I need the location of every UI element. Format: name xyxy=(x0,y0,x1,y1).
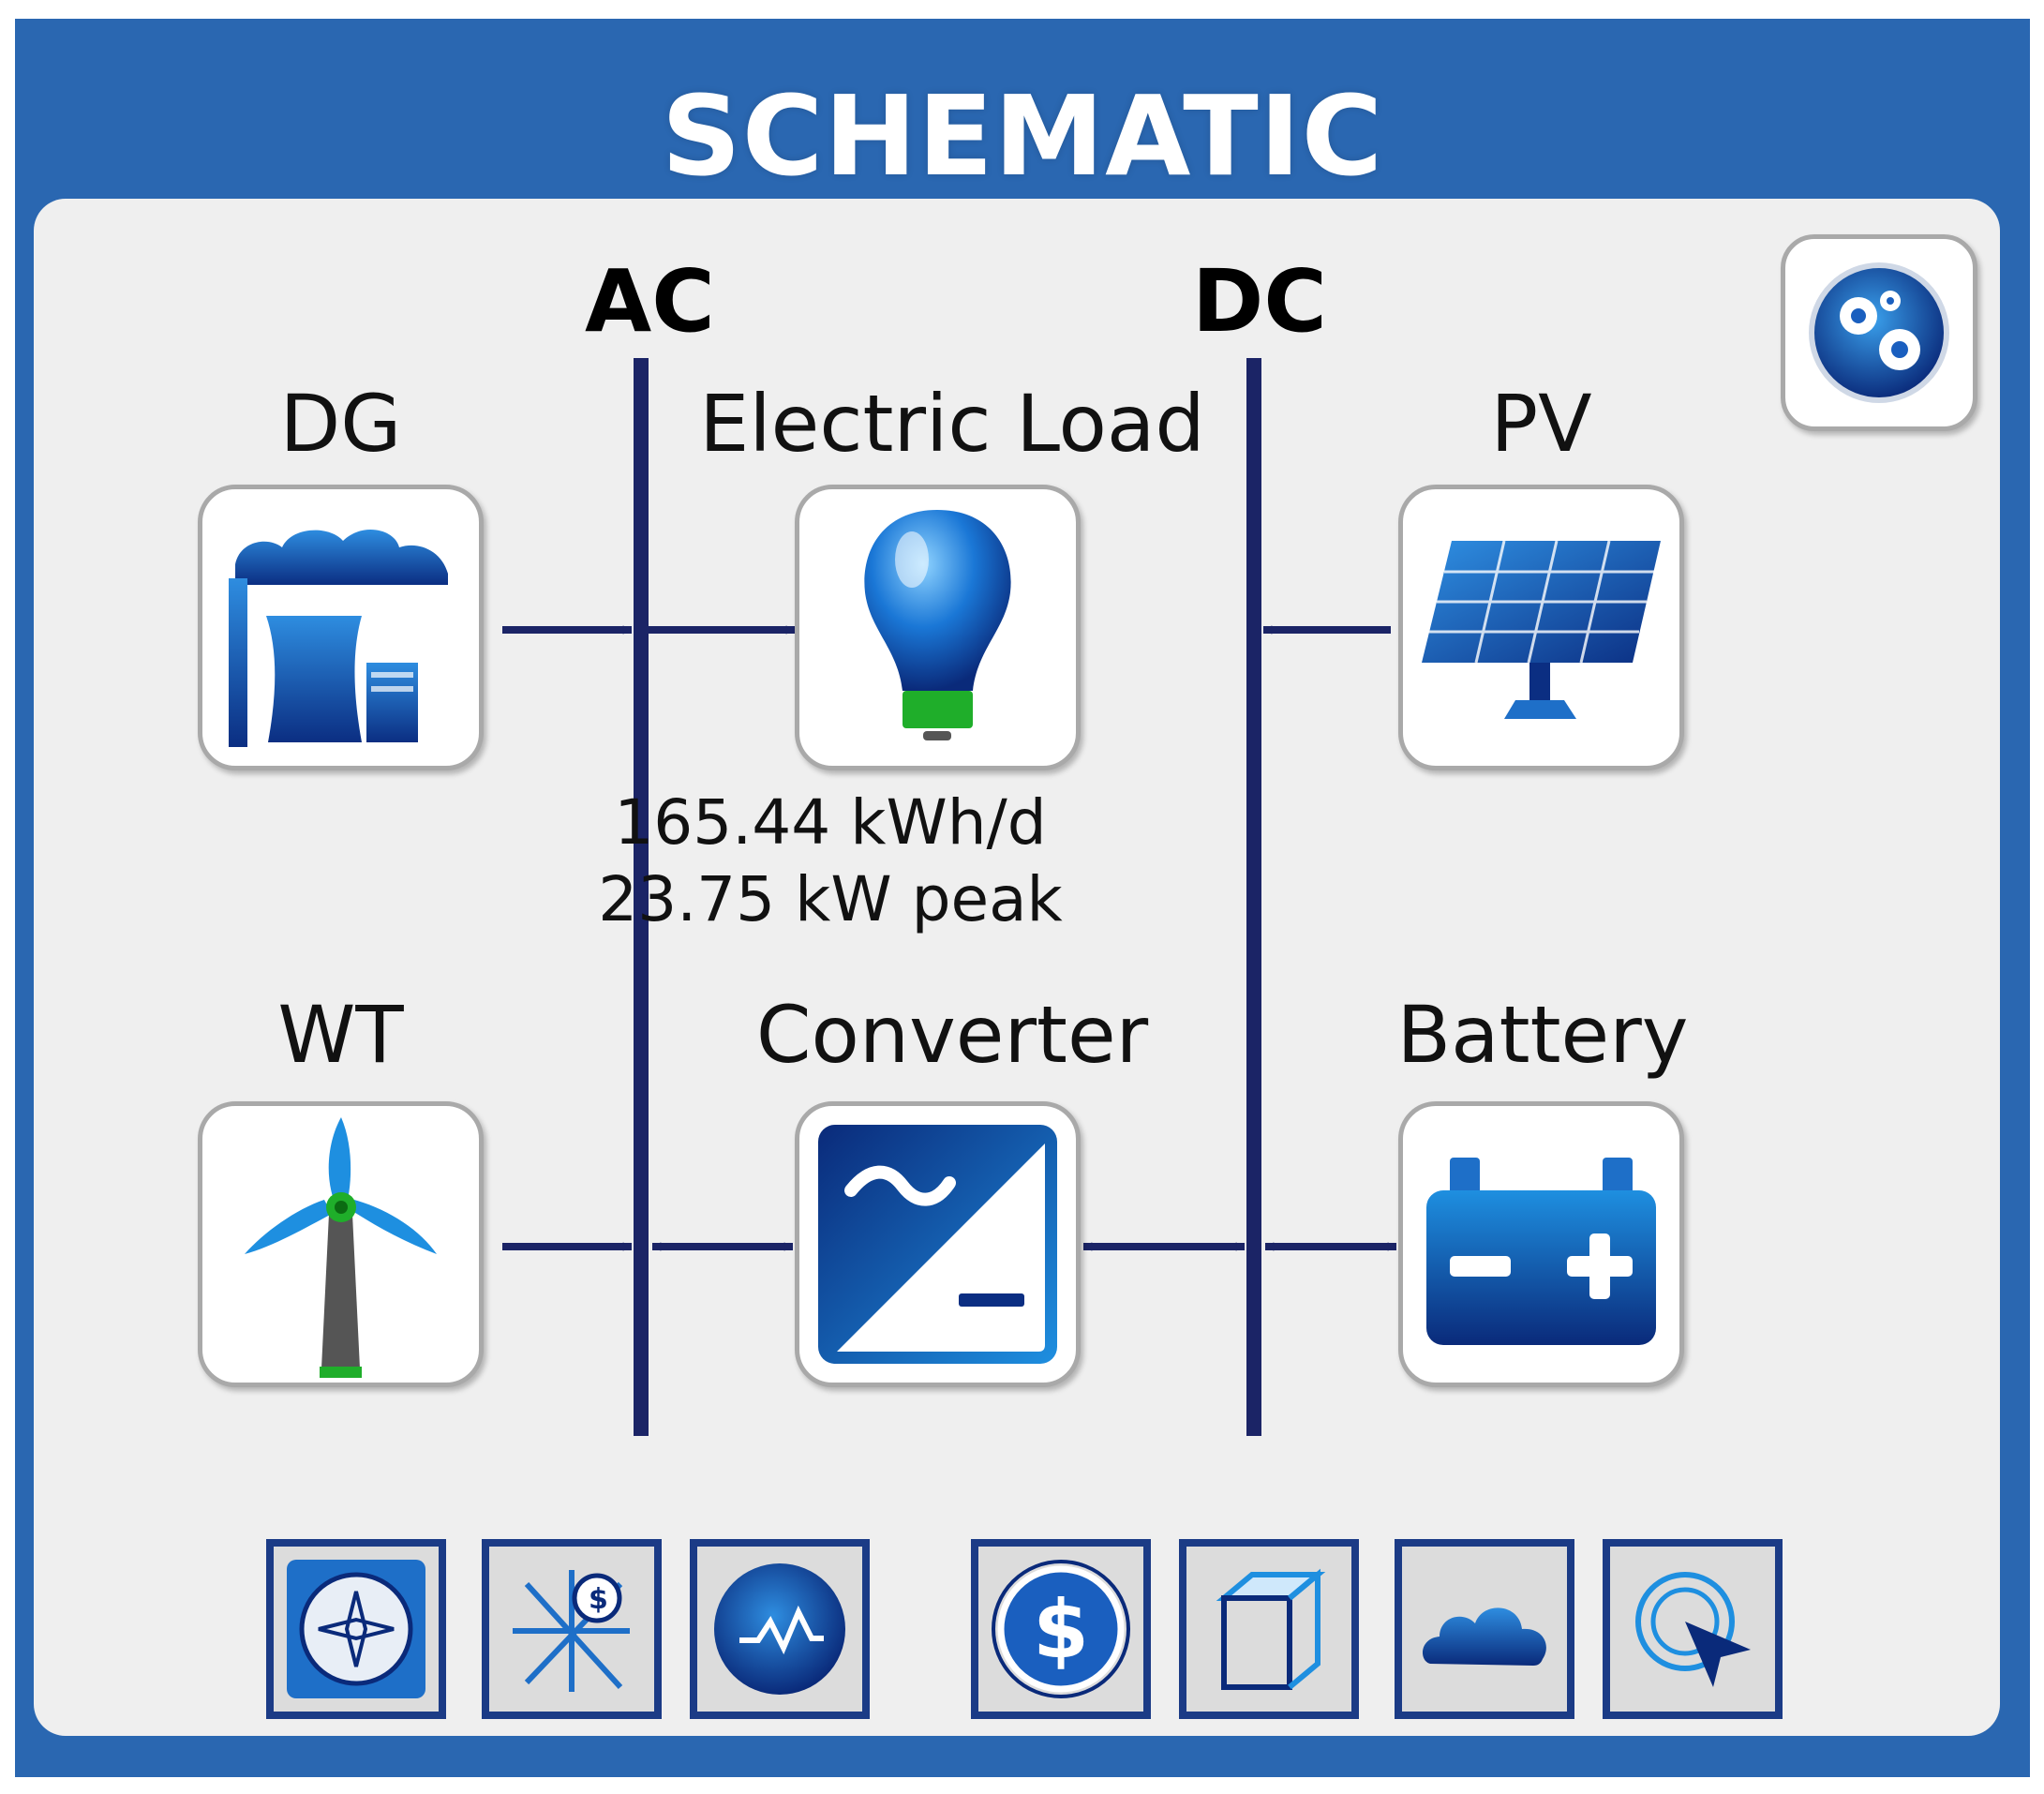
toolbar-cost-button[interactable]: $ xyxy=(971,1539,1151,1719)
toolbar-signal-button[interactable] xyxy=(690,1539,870,1719)
target-cursor-icon xyxy=(1635,1572,1751,1687)
compass-icon xyxy=(287,1560,425,1698)
electric-load-label: Electric Load xyxy=(699,378,1205,470)
converter-component-button[interactable] xyxy=(795,1101,1081,1387)
ac-dc-converter-icon xyxy=(818,1125,1057,1364)
toolbar-target-button[interactable] xyxy=(1603,1539,1783,1719)
battery-label: Battery xyxy=(1396,989,1689,1081)
schematic-panel: AC DC DG Electric Load PV WT Converter B… xyxy=(34,199,2000,1736)
dg-component-button[interactable] xyxy=(198,485,484,770)
converter-label: Converter xyxy=(755,989,1149,1081)
dollar-icon: $ xyxy=(992,1560,1130,1698)
settings-button[interactable] xyxy=(1781,234,1977,431)
pv-component-button[interactable] xyxy=(1398,485,1684,770)
pv-label: PV xyxy=(1490,378,1592,470)
power-plant-icon xyxy=(229,530,448,747)
battery-component-button[interactable] xyxy=(1398,1101,1684,1387)
dg-label: DG xyxy=(279,378,402,470)
load-peak-text: 23.75 kW peak xyxy=(598,863,1063,935)
toolbar-cloud-button[interactable] xyxy=(1395,1539,1574,1719)
toolbar-sensitivity-button[interactable]: $ xyxy=(482,1539,662,1719)
electric-load-component-button[interactable] xyxy=(795,485,1081,770)
toolbar-cube-button[interactable] xyxy=(1179,1539,1359,1719)
cube-icon xyxy=(1216,1568,1326,1690)
schematic-title: SCHEMATIC xyxy=(661,71,1384,201)
dc-bus-label: DC xyxy=(1192,251,1327,351)
gears-icon xyxy=(1809,262,1949,403)
battery-icon xyxy=(1426,1158,1656,1345)
ac-bus-label: AC xyxy=(585,251,715,351)
toolbar-compass-button[interactable] xyxy=(266,1539,446,1719)
svg-text:$: $ xyxy=(1033,1583,1089,1677)
wt-component-button[interactable] xyxy=(198,1101,484,1387)
wind-turbine-icon xyxy=(245,1117,437,1378)
load-energy-text: 165.44 kWh/d xyxy=(614,786,1047,859)
bus-diagram xyxy=(502,358,1396,1436)
wt-label: WT xyxy=(277,989,404,1081)
solar-panel-icon xyxy=(1422,540,1661,719)
signal-wave-icon xyxy=(714,1563,845,1695)
schematic-window: SCHEMATIC AC DC xyxy=(15,19,2030,1777)
svg-text:$: $ xyxy=(589,1583,608,1616)
cloud-icon xyxy=(1422,1607,1546,1666)
sensitivity-icon: $ xyxy=(513,1570,630,1692)
light-bulb-icon xyxy=(864,510,1011,740)
